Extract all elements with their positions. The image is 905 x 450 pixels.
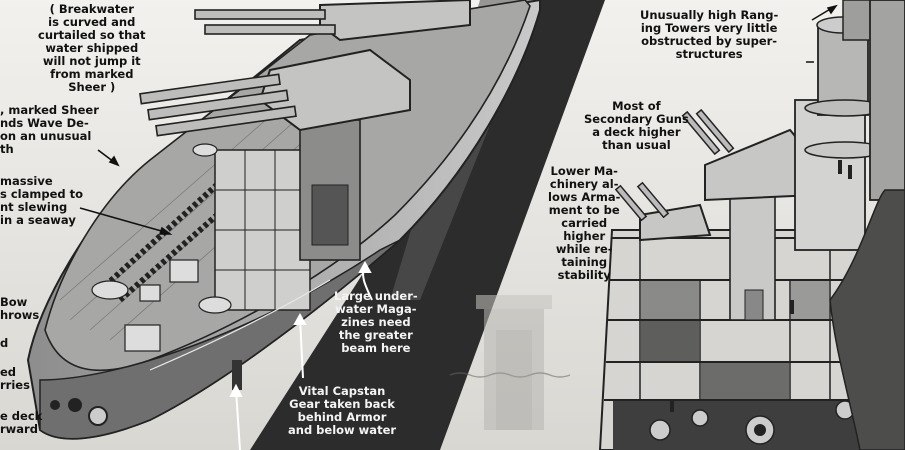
midship-cutaway [598,0,905,450]
white-pointers [229,260,373,450]
caption-fragment-d: d [0,336,9,350]
caption-secondary-guns: Most of Secondary Guns a deck higher tha… [584,99,689,152]
faded-tower [449,295,571,430]
caption-fragment-deck: e deck rward [0,409,43,436]
caption-sheer: , marked Sheer nds Wave De- on an unusua… [0,103,99,156]
caption-magazines: Large under- water Maga- zines need the … [334,289,418,355]
caption-fragment-ed: ed rries [0,365,30,392]
caption-ranging-towers: Unusually high Rang- ing Towers very lit… [640,8,779,61]
caption-massive: massive s clamped to nt slewing in a sea… [0,174,84,227]
caption-capstan: Vital Capstan Gear taken back behind Arm… [288,384,397,437]
caption-bow: Bow hrows [0,295,40,322]
caption-lower-machinery: Lower Ma- chinery al- lows Arma- ment to… [548,164,621,282]
left-pointers [79,149,173,235]
bow-ship [26,0,541,440]
caption-breakwater: ( Breakwater is curved and curtailed so … [38,2,146,94]
